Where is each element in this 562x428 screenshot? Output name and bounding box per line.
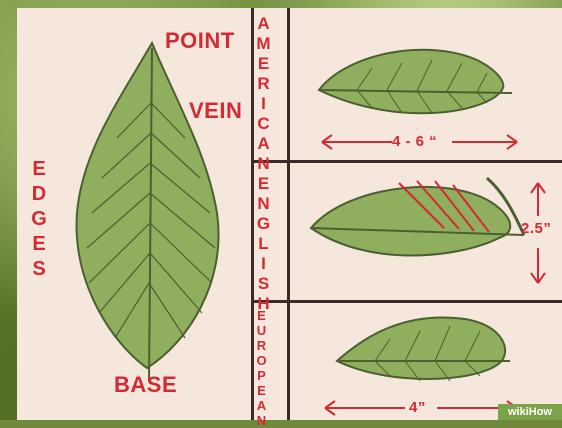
american-leaf-illustration [317, 38, 517, 128]
european-leaf-illustration [335, 311, 515, 391]
point-label: POINT [165, 28, 235, 54]
edges-letters: EDGES [29, 158, 49, 283]
diagram-panel: POINT VEIN BASE EDGES AMERICAN ENGLISH E… [17, 8, 562, 420]
large-leaf-illustration [57, 43, 267, 383]
english-leaf-illustration [309, 173, 529, 273]
english-measure: 2.5” [521, 220, 551, 237]
english-label: ENGLISH [255, 174, 285, 314]
european-label: EUROPEAN [255, 308, 285, 428]
european-measure: 4” [409, 399, 426, 416]
vein-label: VEIN [189, 98, 242, 124]
edges-label: EDGES [29, 158, 49, 283]
american-label: AMERICAN [255, 14, 285, 174]
american-measure: 4 - 6 “ [392, 133, 437, 150]
column-divider-right [287, 8, 290, 420]
row-divider-1 [251, 160, 562, 163]
wikihow-watermark: wikiHow [498, 404, 562, 420]
base-label: BASE [114, 372, 177, 398]
row-divider-2 [251, 300, 562, 303]
